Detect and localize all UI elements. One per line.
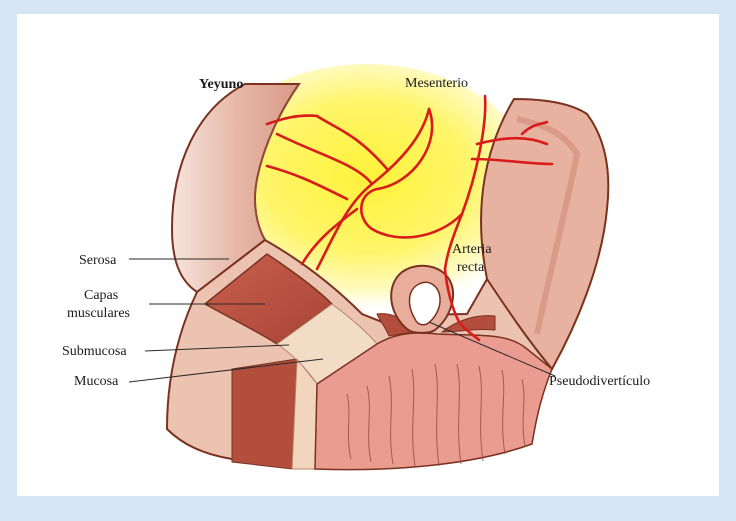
diagram-panel: Yeyuno Mesenterio Arteria recta Serosa C…	[17, 14, 719, 496]
label-serosa: Serosa	[79, 253, 117, 268]
label-arteria-line2: recta	[457, 260, 485, 275]
diagram-title: Yeyuno	[199, 77, 243, 92]
jejunum-diagram: Yeyuno Mesenterio Arteria recta Serosa C…	[17, 14, 719, 496]
muscle-layer-front	[232, 359, 297, 469]
label-mucosa: Mucosa	[74, 374, 119, 389]
label-capas-line2: musculares	[67, 306, 130, 321]
label-arteria-line1: Arteria	[452, 242, 492, 257]
label-capas-line1: Capas	[84, 288, 118, 303]
label-submucosa: Submucosa	[62, 344, 127, 359]
label-mesenterio: Mesenterio	[405, 76, 468, 91]
label-pseudodiverticulo: Pseudodivertículo	[549, 374, 650, 389]
